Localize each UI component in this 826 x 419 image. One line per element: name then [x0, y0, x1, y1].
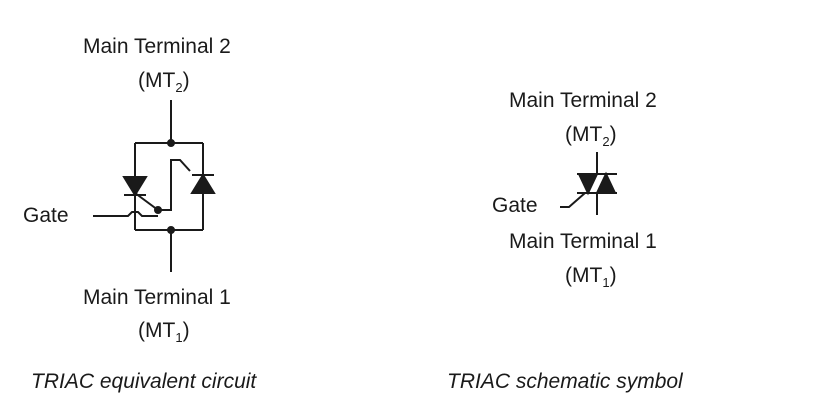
- symbol-triangle-down: [577, 173, 599, 196]
- symbol-mt2-abbrev: (MT2): [565, 124, 617, 148]
- symbol-gate-lead: [560, 192, 586, 208]
- symbol-mt1-abbrev-close: ): [609, 264, 617, 287]
- equiv-junction-top: [167, 139, 175, 147]
- symbol-mt2-label: Main Terminal 2: [509, 89, 657, 112]
- symbol-caption: TRIAC schematic symbol: [447, 370, 683, 393]
- equiv-mt1-label: Main Terminal 1: [83, 286, 231, 309]
- symbol-gate-label: Gate: [492, 194, 538, 217]
- equiv-mt2-subscript: 2: [175, 80, 183, 95]
- symbol-mt1-abbrev-text: (MT: [565, 264, 603, 287]
- equiv-scr-down: [122, 176, 148, 197]
- equiv-mt2-abbrev-close: ): [182, 69, 190, 92]
- equiv-mt2-abbrev-text: (MT: [138, 69, 176, 92]
- symbol-mt1-abbrev: (MT1): [565, 265, 617, 289]
- equiv-mt1-subscript: 1: [175, 330, 183, 345]
- equiv-mt1-abbrev-close: ): [182, 319, 190, 342]
- equiv-scr-up: [190, 173, 216, 194]
- equiv-cross-link: [134, 159, 191, 211]
- equiv-junction-gate: [154, 206, 162, 214]
- equiv-mt1-abbrev-text: (MT: [138, 319, 176, 342]
- equiv-gate-label: Gate: [23, 204, 69, 227]
- symbol-mt2-abbrev-close: ): [609, 123, 617, 146]
- equiv-junction-bottom: [167, 226, 175, 234]
- equiv-mt1-abbrev: (MT1): [138, 320, 190, 344]
- symbol-mt1-subscript: 1: [602, 275, 610, 290]
- equiv-scr-up-triangle: [190, 173, 216, 194]
- equiv-caption: TRIAC equivalent circuit: [31, 370, 257, 393]
- equiv-mt2-label: Main Terminal 2: [83, 35, 231, 58]
- symbol-mt2-subscript: 2: [602, 134, 610, 149]
- symbol-triac: [560, 152, 617, 215]
- symbol-triangle-up: [595, 171, 617, 194]
- equiv-scr-down-triangle: [122, 176, 148, 197]
- symbol-mt2-abbrev-text: (MT: [565, 123, 603, 146]
- equiv-mt2-abbrev: (MT2): [138, 70, 190, 94]
- equiv-gate-lead: [93, 211, 158, 217]
- symbol-mt1-label: Main Terminal 1: [509, 230, 657, 253]
- equiv-circuit-wiring: [93, 100, 204, 272]
